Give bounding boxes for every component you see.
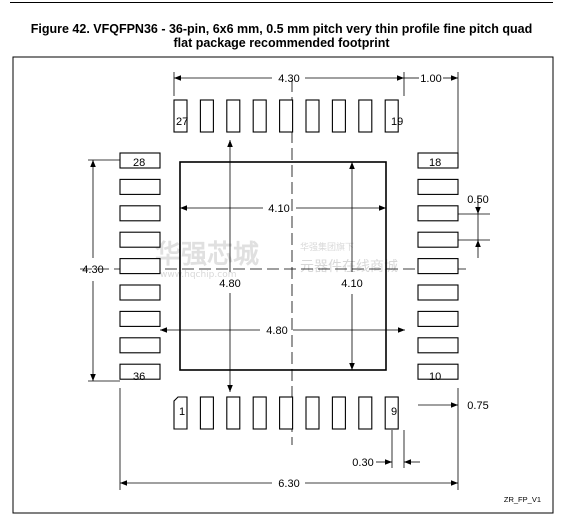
pin-label-10: 10 bbox=[429, 371, 441, 383]
watermark-brand: 华强芯城 bbox=[155, 239, 259, 270]
pad-left bbox=[119, 310, 161, 327]
pad-top bbox=[358, 99, 373, 133]
pin-label-19: 19 bbox=[391, 116, 403, 128]
drawing-code: ZR_FP_V1 bbox=[504, 495, 541, 504]
pad-top bbox=[173, 99, 188, 133]
pad-right bbox=[417, 363, 459, 380]
pad-left bbox=[119, 363, 161, 380]
pad-left bbox=[119, 284, 161, 301]
pad-left bbox=[119, 205, 161, 222]
pad-left bbox=[119, 337, 161, 354]
dim-label-top-span: 4.30 bbox=[278, 73, 299, 85]
pad-bottom bbox=[199, 396, 214, 430]
pad-bottom bbox=[331, 396, 346, 430]
drawing-frame bbox=[12, 56, 554, 514]
pad-bottom bbox=[305, 396, 320, 430]
dim-label-outer-width: 4.80 bbox=[266, 325, 287, 337]
pad-bottom bbox=[279, 396, 294, 430]
dim-label-pitch: 0.50 bbox=[467, 194, 488, 206]
figure-caption: Figure 42. VFQFPN36 - 36-pin, 6x6 mm, 0.… bbox=[0, 22, 563, 50]
watermark: 华强芯城 华强集团旗下 元器件在线商城 www.hqchip.com bbox=[155, 239, 398, 280]
pad-bottom bbox=[384, 396, 399, 430]
pad-top bbox=[384, 99, 399, 133]
pin-label-1: 1 bbox=[179, 406, 185, 418]
dim-label-outer-height: 4.80 bbox=[219, 278, 240, 290]
pad-top bbox=[252, 99, 267, 133]
pad-left bbox=[119, 152, 161, 169]
left-pad-column bbox=[119, 152, 161, 380]
pad-left bbox=[119, 231, 161, 248]
pad-left bbox=[119, 258, 161, 275]
dim-label-left-span: 4.30 bbox=[82, 264, 103, 276]
pad-right bbox=[417, 178, 459, 195]
pad-right bbox=[417, 258, 459, 275]
dim-label-inner-width: 4.10 bbox=[268, 203, 289, 215]
pad-bottom bbox=[226, 396, 241, 430]
caption-line-2: flat package recommended footprint bbox=[173, 36, 390, 50]
pad-right bbox=[417, 310, 459, 327]
pad-top bbox=[305, 99, 320, 133]
dim-label-pad-length: 1.00 bbox=[420, 73, 441, 85]
dim-label-inner-height: 4.10 bbox=[341, 278, 362, 290]
pad-left bbox=[119, 178, 161, 195]
pin-label-28: 28 bbox=[133, 157, 145, 169]
pad-top bbox=[226, 99, 241, 133]
pad-right bbox=[417, 284, 459, 301]
pad-bottom bbox=[252, 396, 267, 430]
pad-right bbox=[417, 231, 459, 248]
caption-line-1: Figure 42. VFQFPN36 - 36-pin, 6x6 mm, 0.… bbox=[30, 22, 533, 36]
pad-bottom bbox=[358, 396, 373, 430]
top-pad-row bbox=[173, 99, 399, 133]
pad-bottom bbox=[173, 396, 188, 430]
watermark-tagline: 华强集团旗下 bbox=[300, 241, 354, 253]
dim-label-pad-width: 0.30 bbox=[352, 457, 373, 469]
pin-label-27: 27 bbox=[176, 116, 188, 128]
dim-label-side-pad-width: 0.75 bbox=[467, 400, 488, 412]
watermark-url: www.hqchip.com bbox=[160, 270, 236, 280]
pad-top bbox=[331, 99, 346, 133]
right-pad-column bbox=[417, 152, 459, 380]
pin-label-36: 36 bbox=[133, 371, 145, 383]
exposed-pad bbox=[179, 161, 387, 371]
top-rule bbox=[10, 2, 553, 3]
dim-label-overall: 6.30 bbox=[278, 478, 299, 490]
pad-right bbox=[417, 205, 459, 222]
pin-label-9: 9 bbox=[391, 406, 397, 418]
pad-top bbox=[279, 99, 294, 133]
watermark-slogan: 元器件在线商城 bbox=[300, 259, 398, 275]
pad-right bbox=[417, 152, 459, 169]
pad-right bbox=[417, 337, 459, 354]
pad-top bbox=[199, 99, 214, 133]
pin-label-18: 18 bbox=[429, 157, 441, 169]
bottom-pad-row bbox=[173, 396, 399, 430]
